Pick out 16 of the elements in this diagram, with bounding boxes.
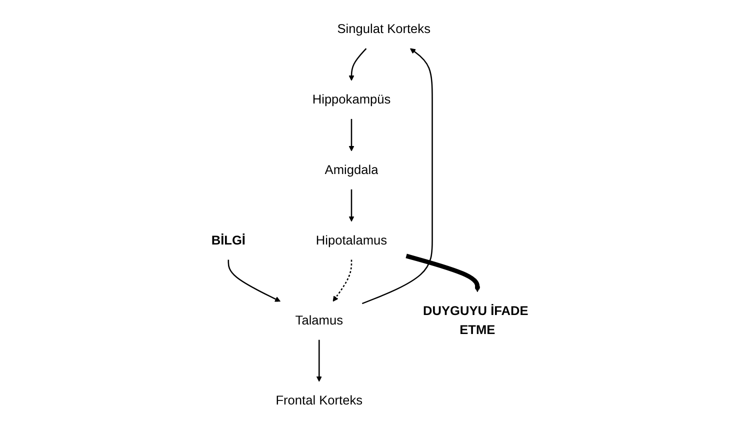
node-text: Hipotalamus	[316, 234, 387, 248]
node-text: BİLGİ	[210, 234, 246, 248]
arrow	[316, 340, 322, 382]
arrow	[227, 260, 280, 302]
node-text: Singulat Korteks	[336, 22, 430, 36]
node-text: Hippokampüs	[312, 92, 390, 107]
arrow	[348, 48, 366, 81]
arrow	[332, 260, 352, 302]
node-text: Amigdala	[324, 163, 378, 178]
arrow	[348, 189, 354, 222]
node-text: Talamus	[294, 314, 343, 328]
node-text: Frontal Korteks	[275, 394, 362, 408]
arrow	[362, 48, 432, 304]
node-text: DUYGUYU İFADE ETME	[422, 304, 528, 338]
arrow	[405, 254, 480, 292]
arrow	[348, 118, 354, 152]
